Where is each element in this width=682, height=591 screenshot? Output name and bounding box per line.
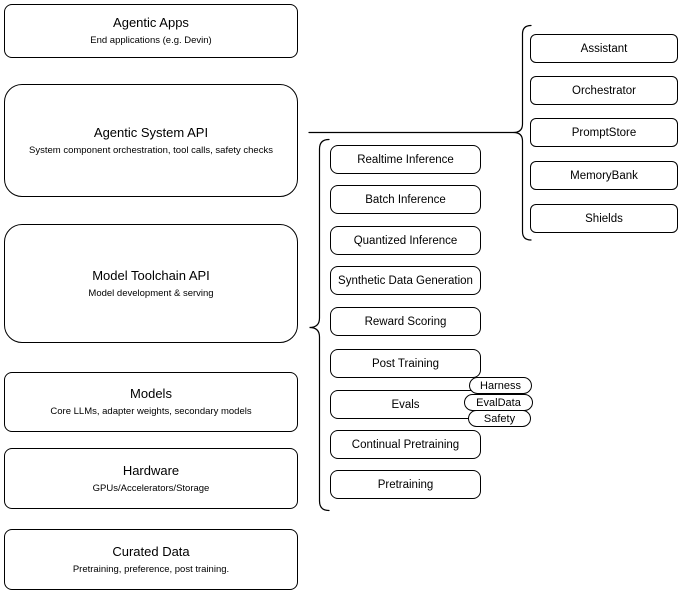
node-subtitle: System component orchestration, tool cal… (29, 144, 273, 156)
node-label: Continual Pretraining (351, 438, 460, 451)
node-curated-data: Curated Data Pretraining, preference, po… (4, 529, 298, 590)
node-title: Curated Data (112, 543, 190, 559)
node-evals: Evals (330, 390, 481, 419)
node-agentic-apps: Agentic Apps End applications (e.g. Devi… (4, 4, 298, 58)
node-shields: Shields (530, 204, 678, 233)
node-subtitle: GPUs/Accelerators/Storage (92, 482, 210, 494)
node-label: Evals (391, 398, 420, 411)
node-label: Post Training (371, 357, 440, 370)
node-quantized-inference: Quantized Inference (330, 226, 481, 255)
toolchain-brace (309, 138, 330, 512)
node-promptstore: PromptStore (530, 118, 678, 147)
node-title: Agentic Apps (113, 15, 189, 30)
node-hardware: Hardware GPUs/Accelerators/Storage (4, 448, 298, 509)
node-label: Pretraining (377, 478, 434, 491)
node-realtime-inference: Realtime Inference (330, 145, 481, 174)
tag-label: Safety (483, 412, 516, 425)
tag-label: EvalData (476, 396, 521, 409)
node-label: Orchestrator (572, 84, 636, 97)
node-title: Model Toolchain API (92, 267, 210, 283)
node-label: PromptStore (571, 126, 637, 139)
node-label: Synthetic Data Generation (338, 274, 473, 287)
node-label: Assistant (580, 42, 628, 55)
node-label: Reward Scoring (364, 315, 447, 328)
node-subtitle: Pretraining, preference, post training. (72, 563, 230, 575)
tag-evaldata: EvalData (464, 394, 533, 411)
node-title: Models (130, 386, 172, 401)
node-synthetic-data-generation: Synthetic Data Generation (330, 266, 481, 295)
tag-safety: Safety (468, 410, 531, 427)
node-label: Shields (585, 212, 623, 225)
tag-label: Harness (480, 379, 521, 392)
node-continual-pretraining: Continual Pretraining (330, 430, 481, 459)
components-brace (513, 24, 532, 241)
node-pretraining: Pretraining (330, 470, 481, 499)
node-title: Agentic System API (93, 124, 209, 140)
node-subtitle: Core LLMs, adapter weights, secondary mo… (50, 406, 252, 417)
node-memorybank: MemoryBank (530, 161, 678, 190)
node-reward-scoring: Reward Scoring (330, 307, 481, 336)
node-assistant: Assistant (530, 34, 678, 63)
node-title: Hardware (122, 462, 180, 478)
node-label: MemoryBank (570, 169, 638, 182)
node-label: Batch Inference (365, 193, 446, 206)
node-subtitle: Model development & serving (88, 287, 214, 299)
node-label: Realtime Inference (357, 153, 454, 166)
node-models: Models Core LLMs, adapter weights, secon… (4, 372, 298, 432)
node-label: Quantized Inference (353, 234, 458, 247)
node-orchestrator: Orchestrator (530, 76, 678, 105)
node-post-training: Post Training (330, 349, 481, 378)
node-agentic-system-api: Agentic System API System component orch… (4, 84, 298, 197)
node-subtitle: End applications (e.g. Devin) (90, 35, 212, 46)
tag-harness: Harness (469, 377, 532, 394)
node-batch-inference: Batch Inference (330, 185, 481, 214)
node-model-toolchain-api: Model Toolchain API Model development & … (4, 224, 298, 343)
